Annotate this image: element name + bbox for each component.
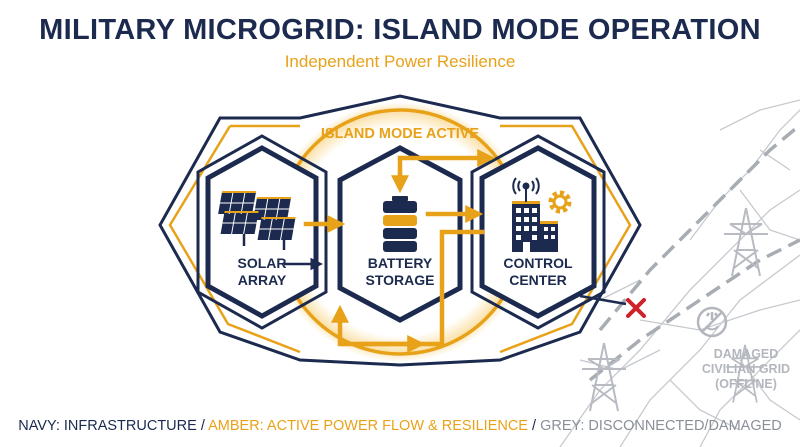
gear-icon <box>548 190 572 214</box>
grid-label-line1: DAMAGED <box>714 347 779 361</box>
power-flow-arrows <box>303 149 496 353</box>
page-subtitle: Independent Power Resilience <box>284 52 516 71</box>
legend-separator: / <box>196 418 209 434</box>
island-mode-label: ISLAND MODE ACTIVE <box>321 126 479 142</box>
legend: NAVY: INFRASTRUCTURE / AMBER: ACTIVE POW… <box>0 418 800 434</box>
broken-grid-lines <box>588 123 800 382</box>
antenna-icon <box>512 177 540 202</box>
flow-bottom-loop <box>331 229 485 347</box>
battery-label-line2: STORAGE <box>366 272 435 288</box>
flow-top-loop <box>397 149 496 178</box>
solar-label-line1: SOLAR <box>238 255 287 271</box>
control-label-line1: CONTROL <box>503 255 573 271</box>
power-tower-icon <box>724 207 768 277</box>
page-title: MILITARY MICROGRID: ISLAND MODE OPERATIO… <box>39 14 761 46</box>
control-label-line2: CENTER <box>509 272 567 288</box>
solar-label-line2: ARRAY <box>238 272 287 288</box>
power-tower-icon <box>582 342 626 412</box>
grid-label-line3: (OFFLINE) <box>715 377 777 391</box>
legend-grey: GREY: DISCONNECTED/DAMAGED <box>540 418 782 434</box>
battery-icon <box>383 196 417 252</box>
building-icon <box>512 201 558 252</box>
disconnect-x-icon <box>626 298 646 318</box>
grid-label-line2: CIVILIAN GRID <box>702 362 790 376</box>
battery-label-line1: BATTERY <box>368 255 433 271</box>
legend-amber: AMBER: ACTIVE POWER FLOW & RESILIENCE <box>208 418 528 434</box>
legend-navy: NAVY: INFRASTRUCTURE <box>18 418 197 434</box>
damaged-civilian-grid <box>559 99 800 447</box>
legend-separator: / <box>527 418 541 434</box>
solar-panel-icon <box>218 191 296 250</box>
power-off-icon <box>696 306 728 338</box>
power-tower-icon <box>726 344 764 403</box>
grid-tie-line <box>579 294 627 306</box>
